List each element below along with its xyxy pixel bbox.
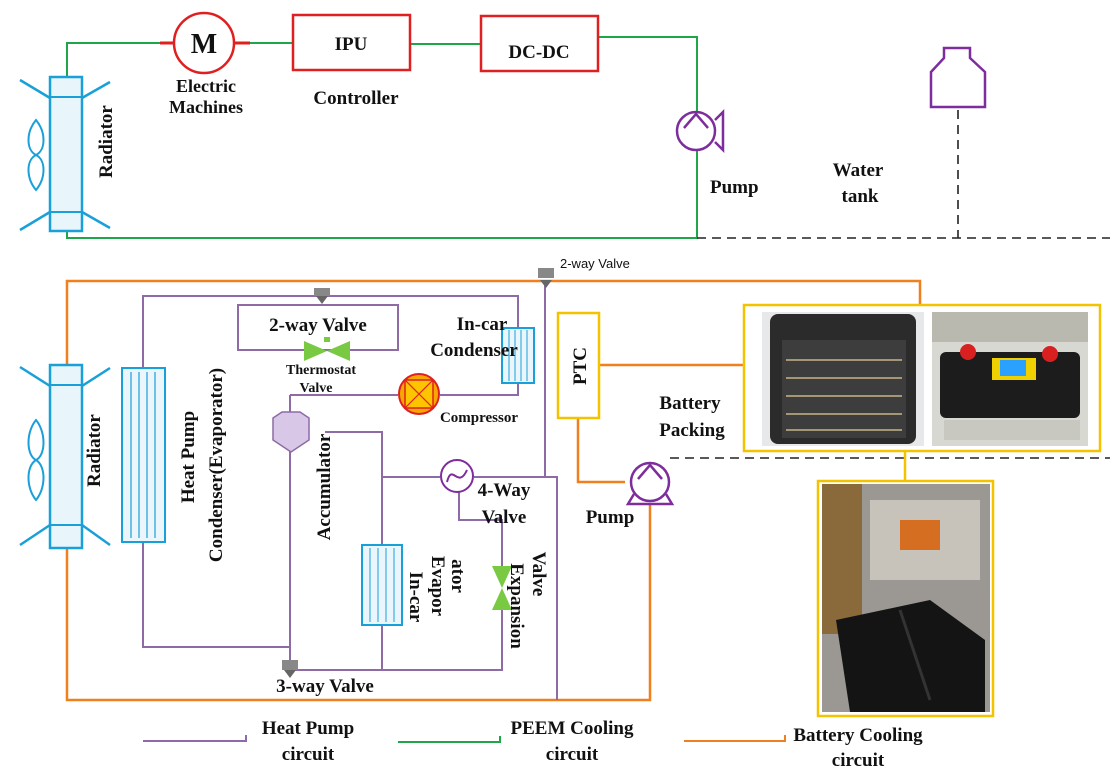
legend-heat-pump-label-1: Heat Pump <box>262 718 354 739</box>
radiator-top-label: Radiator <box>96 105 117 178</box>
ptc-box <box>556 311 601 420</box>
heat-pump-condenser-icon <box>121 367 166 543</box>
three-way-valve-label: 3-way Valve <box>276 676 374 697</box>
accumulator-label: Accumulator <box>314 433 335 540</box>
four-way-valve-label-2: Valve <box>482 507 527 528</box>
three-way-valve-icon <box>282 660 298 678</box>
water-tank-icon <box>929 46 987 109</box>
four-way-valve-label-1: 4-Way <box>478 480 531 501</box>
incar-condenser-icon <box>501 327 535 384</box>
two-way-valve-small-label: 2-way Valve <box>560 256 630 271</box>
dashed-connections <box>670 110 1110 459</box>
legend-battery-label-1: Battery Cooling <box>793 725 923 746</box>
water-tank-label-1: Water <box>833 160 884 181</box>
expansion-valve-label-1: Expansion <box>506 563 527 649</box>
expansion-valve-icon <box>492 566 512 610</box>
battery-packing-photos <box>742 303 1102 453</box>
motor-symbol: M <box>191 29 217 60</box>
incar-condenser-label-2: Condenser <box>430 340 518 361</box>
legend-battery-label-2: circuit <box>832 750 885 771</box>
legend-peem-label-2: circuit <box>546 744 599 765</box>
incar-evaporator-label-2: Evapor <box>427 556 448 617</box>
legend-battery-line <box>684 735 786 742</box>
battery-packing-label-1: Battery <box>659 393 721 414</box>
thermostat-label-1: Thermostat <box>286 363 356 378</box>
ipu-label: IPU <box>335 34 368 55</box>
compressor-icon <box>398 373 440 415</box>
incar-evaporator-label-3: ator <box>447 559 468 593</box>
legend: Heat Pump circuit PEEM Cooling circuit B… <box>143 718 923 771</box>
legend-heat-pump-line <box>143 735 247 742</box>
heat-pump-condenser-label-1: Heat Pump <box>178 411 199 503</box>
electric-machines-label-2: Machines <box>169 97 243 117</box>
pump-bottom-label: Pump <box>586 507 635 528</box>
inner-top-valve-icon <box>314 288 330 304</box>
radiator-bottom-label: Radiator <box>84 414 105 487</box>
incar-evaporator-label-1: In-car <box>405 572 426 623</box>
pump-top-label: Pump <box>710 177 759 198</box>
four-way-valve-icon <box>440 459 474 493</box>
legend-peem-label-1: PEEM Cooling <box>511 718 634 739</box>
ptc-label: PTC <box>570 347 591 385</box>
radiator-top <box>19 75 111 233</box>
battery-cooling-lines <box>65 279 922 702</box>
legend-heat-pump-label-2: circuit <box>282 744 335 765</box>
radiator-bottom <box>19 363 111 550</box>
thermostat-valve-icon <box>304 337 350 361</box>
incar-condenser-label-1: In-car <box>457 314 508 335</box>
water-tank-label-2: tank <box>842 186 879 207</box>
thermostat-label-2: Valve <box>300 381 333 396</box>
pump-top <box>675 108 725 154</box>
heat-pump-condenser-label-2: Condenser(Evaporator) <box>206 368 227 562</box>
legend-peem-line <box>398 736 501 743</box>
dcdc-label: DC-DC <box>508 42 569 63</box>
incar-evaporator-icon <box>361 544 403 626</box>
compressor-label: Compressor <box>440 410 518 426</box>
accumulator-icon <box>272 411 310 453</box>
ipu-box <box>291 13 412 72</box>
dcdc-box <box>479 14 600 73</box>
battery-packing-label-2: Packing <box>659 420 725 441</box>
electric-machine-motor: M <box>160 11 250 75</box>
expansion-valve-label-2: Valve <box>528 552 549 597</box>
pump-bottom <box>625 461 675 506</box>
battery-cooling-photo <box>816 479 995 718</box>
electric-machines-label-1: Electric <box>176 76 236 96</box>
two-way-valve-label: 2-way Valve <box>269 315 367 336</box>
controller-label: Controller <box>313 88 399 109</box>
two-way-valve-small-icon <box>538 268 554 288</box>
